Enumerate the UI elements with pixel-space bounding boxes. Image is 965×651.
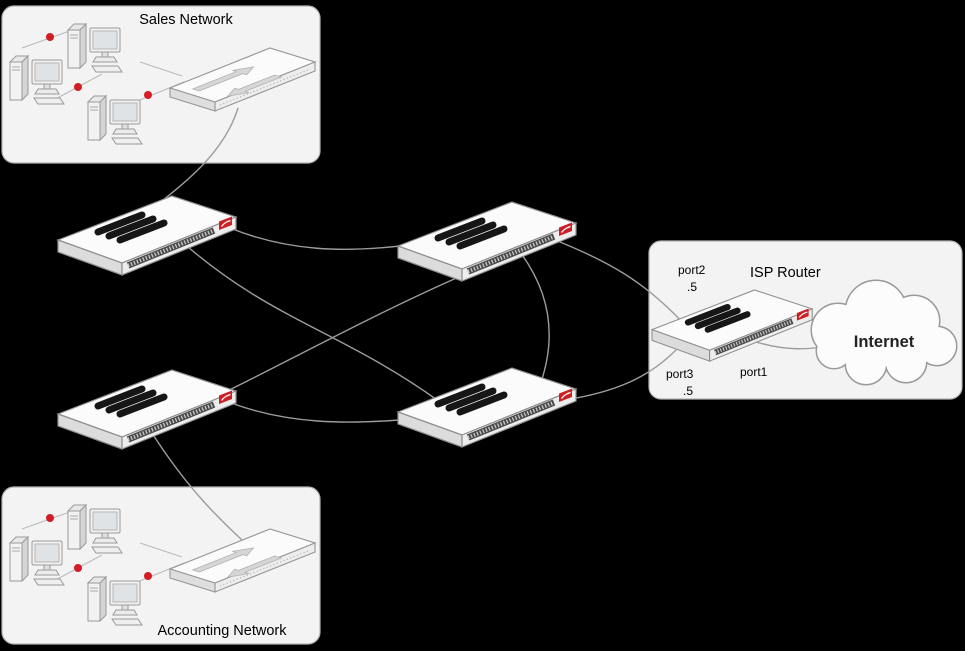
- sales-network-label: Sales Network: [139, 12, 233, 28]
- link-fw-mid-top-to-isp-port2: [554, 239, 686, 326]
- isp-router-label: ISP Router: [750, 265, 821, 281]
- port3-address-label: .5: [683, 384, 693, 398]
- port3-label: port3: [666, 367, 694, 381]
- link-accounting-to-fw-left-bottom: [149, 429, 243, 541]
- link-fw-left-top-to-mid-top: [229, 227, 401, 251]
- link-fw-mid-top-to-mid-bottom: [519, 251, 550, 386]
- link-fw-left-bottom-to-mid-bottom: [233, 403, 401, 423]
- accounting-network-label: Accounting Network: [158, 623, 288, 639]
- link-fw-left-top-to-mid-bottom: [179, 239, 441, 403]
- internet-label: Internet: [854, 333, 915, 351]
- port1-label: port1: [740, 365, 768, 379]
- port2-address-label: .5: [687, 280, 697, 294]
- port2-label: port2: [678, 263, 706, 277]
- link-fw-mid-bottom-to-isp-port3: [564, 349, 677, 401]
- internet-cloud: Internet: [810, 279, 958, 386]
